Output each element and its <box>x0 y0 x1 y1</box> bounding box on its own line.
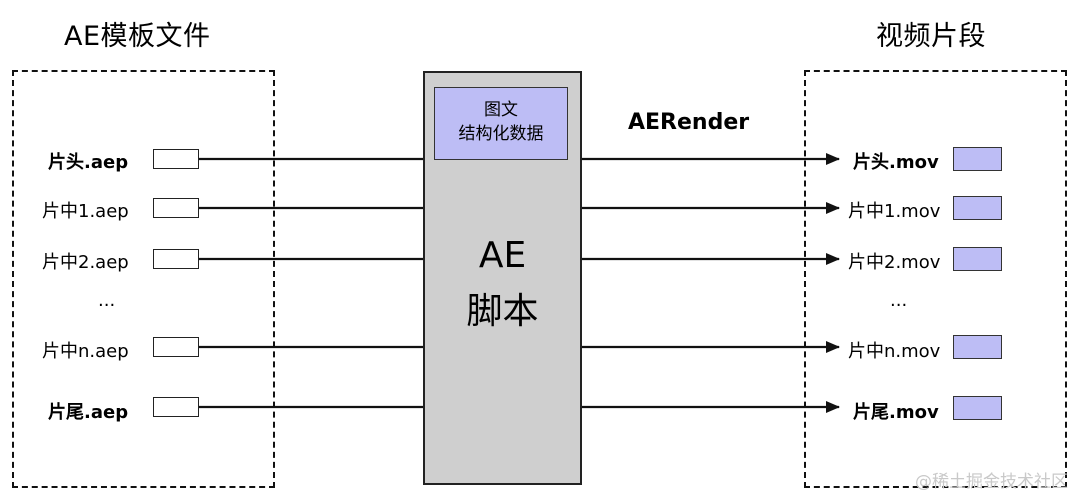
left-file-label: 片中2.aep <box>42 252 129 273</box>
mov-file-box <box>953 396 1002 420</box>
aep-file-box <box>153 337 199 357</box>
left-file-label: 片中n.aep <box>42 341 129 362</box>
left-ellipsis: ... <box>98 290 116 311</box>
left-file-label: 片中1.aep <box>42 201 129 222</box>
aep-file-box <box>153 397 199 417</box>
structured-data-box: 图文 结构化数据 <box>434 87 568 160</box>
mov-file-box <box>953 196 1002 220</box>
mov-file-box <box>953 247 1002 271</box>
center-label-ae: AE <box>478 235 527 276</box>
watermark: @稀土掘金技术社区 <box>915 472 1068 492</box>
data-box-line1: 图文 <box>484 100 518 120</box>
left-dashed-group <box>12 70 275 488</box>
aep-file-box <box>153 249 199 269</box>
mov-file-box <box>953 147 1002 171</box>
right-file-label: 片中2.mov <box>848 252 941 273</box>
right-dashed-group <box>804 70 1067 488</box>
aep-file-box <box>153 149 199 169</box>
right-file-label: 片尾.mov <box>853 402 939 423</box>
right-ellipsis: ... <box>890 290 908 311</box>
mov-file-box <box>953 335 1002 359</box>
aerender-label: AERender <box>628 110 750 135</box>
center-label-script: 脚本 <box>466 291 539 332</box>
right-file-label: 片头.mov <box>853 152 939 173</box>
right-file-label: 片中1.mov <box>848 201 941 222</box>
right-file-label: 片中n.mov <box>848 341 941 362</box>
right-title: 视频片段 <box>876 21 986 52</box>
left-title: AE模板文件 <box>64 21 211 52</box>
left-file-label: 片头.aep <box>48 152 129 173</box>
left-file-label: 片尾.aep <box>48 402 129 423</box>
aep-file-box <box>153 198 199 218</box>
data-box-line2: 结构化数据 <box>458 124 544 144</box>
